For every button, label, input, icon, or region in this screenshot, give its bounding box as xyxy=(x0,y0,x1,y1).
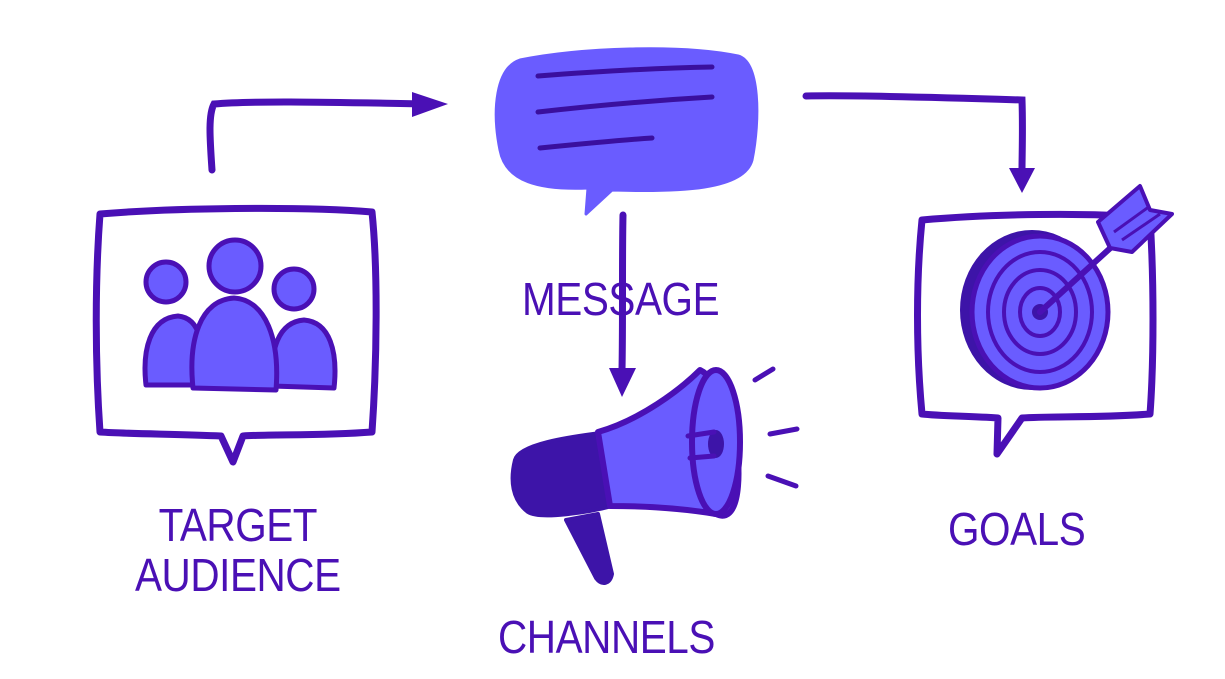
target-arrow-icon xyxy=(960,184,1174,391)
channels-label: CHANNELS xyxy=(498,611,715,663)
target-audience-label-line1: TARGET xyxy=(158,499,318,551)
message-label: MESSAGE xyxy=(522,273,720,325)
arrow-message-to-channels xyxy=(609,211,636,397)
megaphone-icon xyxy=(510,366,800,585)
target-audience-label-line2: AUDIENCE xyxy=(135,549,341,601)
speech-bubble-icon xyxy=(494,47,759,216)
arrow-message-to-goals xyxy=(802,92,1035,193)
goals-label: GOALS xyxy=(948,503,1086,555)
arrow-audience-to-message xyxy=(206,92,448,174)
target-audience-label: TARGET AUDIENCE xyxy=(135,500,341,600)
people-group-icon xyxy=(142,237,338,393)
